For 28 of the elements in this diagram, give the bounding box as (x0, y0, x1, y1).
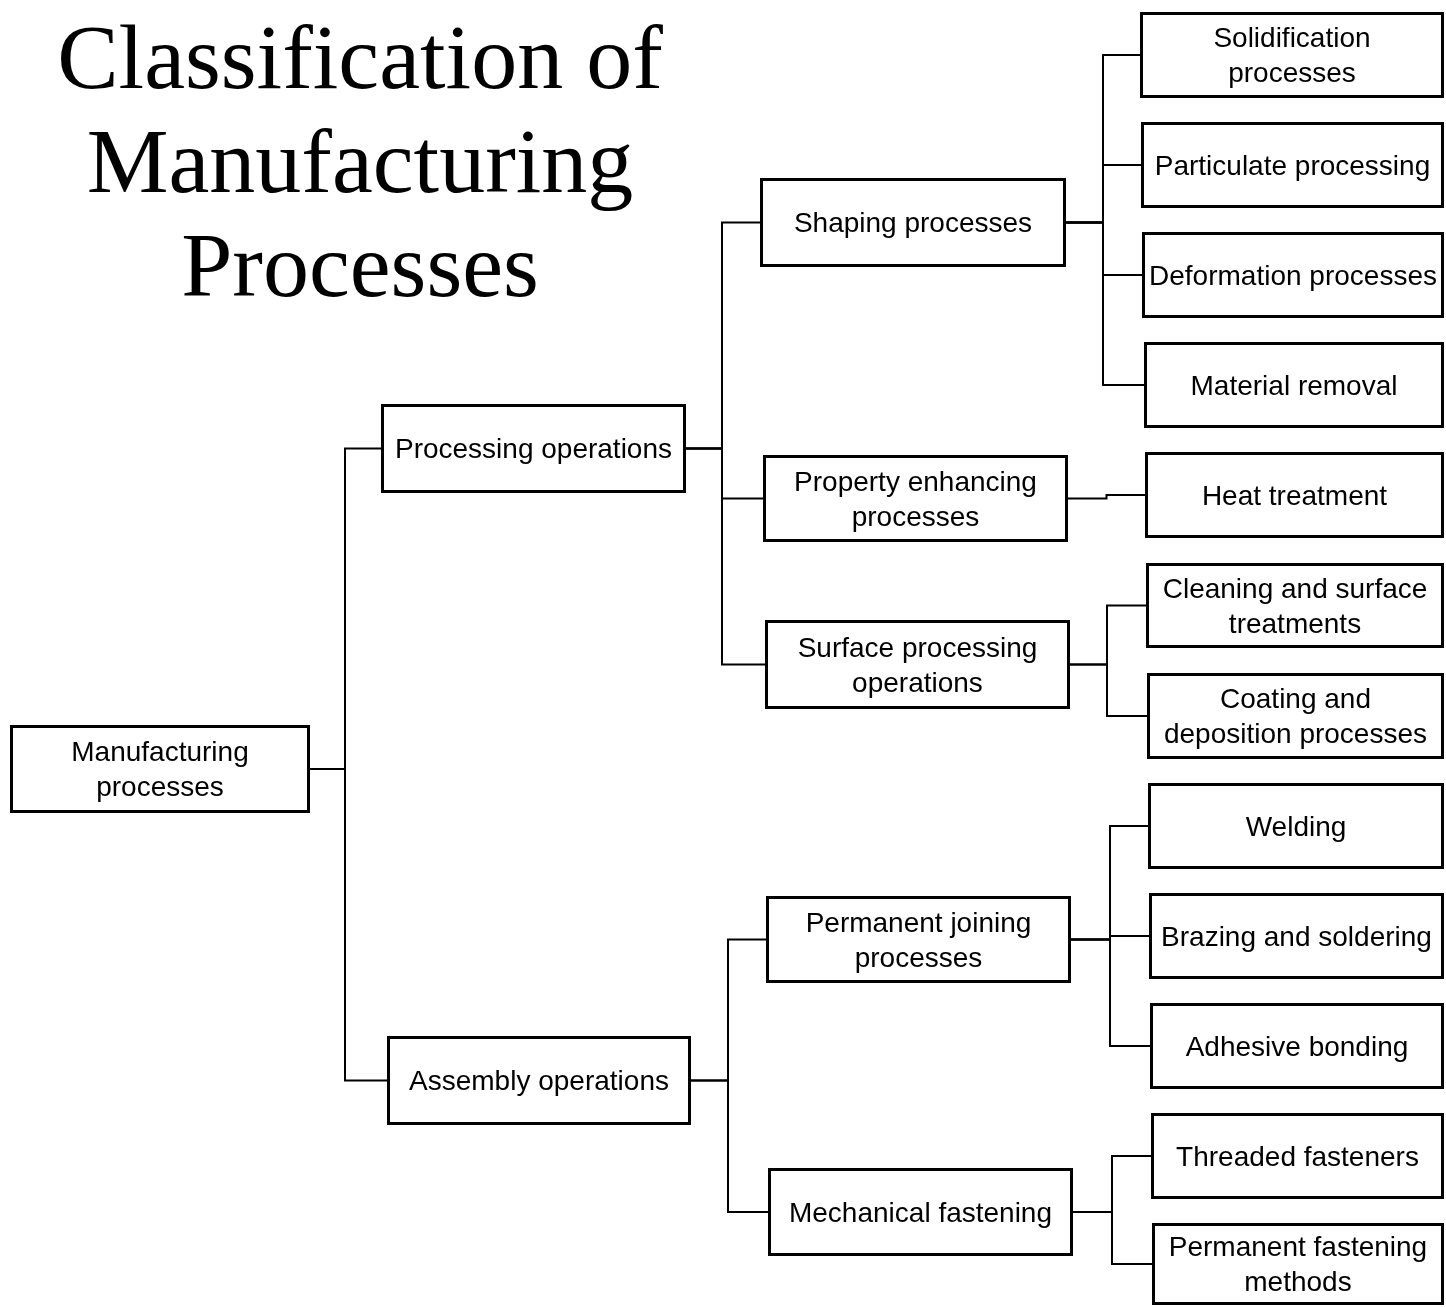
process-box: Shaping processes (760, 178, 1066, 267)
process-box: Particulate processing (1141, 122, 1444, 208)
process-box: Brazing and soldering (1149, 893, 1444, 979)
process-box: Coating and deposition processes (1147, 673, 1444, 759)
process-box: Property enhancing processes (763, 455, 1068, 542)
connector-line (685, 447, 766, 666)
process-box: Adhesive bonding (1150, 1003, 1444, 1089)
process-box: Deformation processes (1142, 232, 1444, 318)
process-box: Solidification processes (1140, 12, 1444, 98)
connector-line (1072, 1211, 1153, 1265)
connector-line (1070, 938, 1151, 1047)
title: Classification of Manufacturing Processes (56, 5, 664, 317)
process-box: Surface processing operations (765, 620, 1070, 709)
process-box: Material removal (1144, 342, 1444, 428)
process-box: Heat treatment (1145, 452, 1444, 538)
process-box: Threaded fasteners (1151, 1113, 1444, 1199)
connector-line (1065, 221, 1145, 386)
connector-line (1067, 494, 1146, 500)
process-box: Assembly operations (387, 1036, 691, 1125)
process-box: Manufacturing processes (10, 725, 310, 813)
process-box: Permanent fastening methods (1152, 1223, 1444, 1305)
process-box: Mechanical fastening (768, 1168, 1073, 1256)
process-box: Processing operations (381, 404, 686, 493)
process-box: Permanent joining processes (766, 896, 1071, 983)
connector-line (690, 1079, 769, 1213)
process-box: Welding (1148, 783, 1444, 869)
connector-line (1069, 663, 1148, 717)
process-box: Cleaning and surface treatments (1146, 563, 1444, 648)
